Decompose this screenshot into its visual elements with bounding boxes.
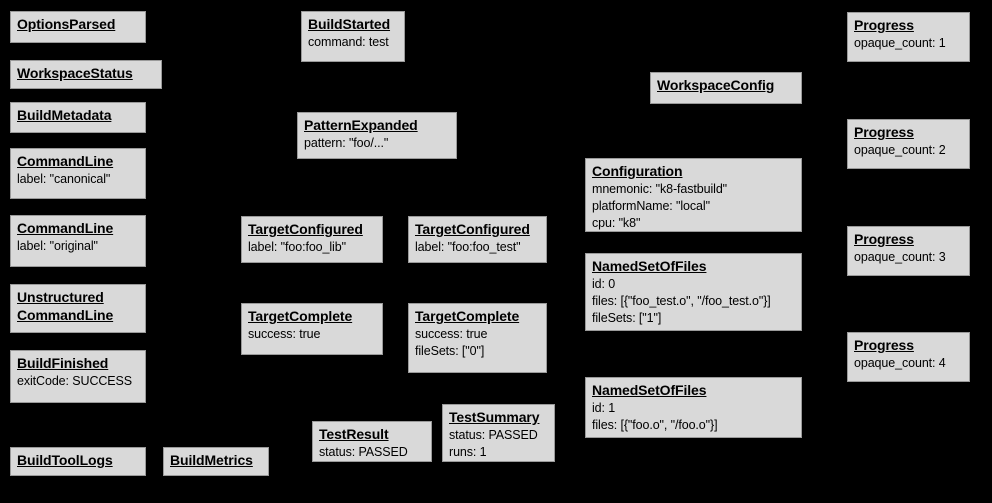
event-node-title: CommandLine bbox=[17, 220, 114, 236]
event-node-command-line-canonical[interactable]: CommandLine label: "canonical" bbox=[10, 148, 146, 199]
event-node-progress-3[interactable]: Progress opaque_count: 3 bbox=[847, 226, 970, 276]
event-node-field: id: 0 bbox=[592, 277, 616, 292]
event-node-fields: exitCode: SUCCESS bbox=[17, 373, 139, 390]
event-node-fields: label: "foo:foo_test" bbox=[415, 239, 540, 256]
event-node-fields: label: "canonical" bbox=[17, 171, 139, 188]
event-node-title: TargetComplete bbox=[248, 308, 353, 324]
event-node-fields: mnemonic: "k8-fastbuild"platformName: "l… bbox=[592, 181, 795, 231]
event-node-title: TargetComplete bbox=[415, 308, 520, 324]
event-node-field: status: PASSED bbox=[449, 428, 538, 443]
event-node-title: WorkspaceConfig bbox=[657, 77, 775, 93]
event-node-field: label: "foo:foo_test" bbox=[415, 240, 521, 255]
event-node-title: BuildToolLogs bbox=[17, 452, 113, 468]
event-node-field: platformName: "local" bbox=[592, 198, 710, 213]
event-node-command-line-original[interactable]: CommandLine label: "original" bbox=[10, 215, 146, 267]
event-node-fields: status: PASSED bbox=[319, 444, 425, 461]
event-node-title: NamedSetOfFiles bbox=[592, 258, 707, 274]
event-node-title: BuildFinished bbox=[17, 355, 109, 371]
event-node-field: opaque_count: 1 bbox=[854, 36, 946, 51]
event-node-fields: opaque_count: 4 bbox=[854, 355, 963, 372]
event-node-fields: pattern: "foo/..." bbox=[304, 135, 450, 152]
event-node-title: Progress bbox=[854, 17, 914, 33]
event-node-title: OptionsParsed bbox=[17, 16, 116, 32]
event-node-field: status: PASSED bbox=[319, 445, 408, 460]
event-node-fields: label: "foo:foo_lib" bbox=[248, 239, 376, 256]
event-node-field: command: test bbox=[308, 35, 389, 50]
event-node-title: BuildStarted bbox=[308, 16, 391, 32]
event-node-title: TargetConfigured bbox=[248, 221, 363, 237]
event-node-title: Unstructured CommandLine bbox=[17, 289, 114, 323]
event-node-field: files: [{"foo.o", "/foo.o"}] bbox=[592, 417, 718, 432]
event-node-target-configured-foo-test[interactable]: TargetConfigured label: "foo:foo_test" bbox=[408, 216, 547, 263]
event-node-title: Progress bbox=[854, 337, 914, 353]
event-node-configuration[interactable]: Configuration mnemonic: "k8-fastbuild"pla… bbox=[585, 158, 802, 232]
event-node-pattern-expanded[interactable]: PatternExpanded pattern: "foo/..." bbox=[297, 112, 457, 159]
event-node-title: Configuration bbox=[592, 163, 683, 179]
event-node-title: Progress bbox=[854, 231, 914, 247]
event-node-fields: opaque_count: 2 bbox=[854, 142, 963, 159]
event-node-title: Progress bbox=[854, 124, 914, 140]
event-node-field: opaque_count: 3 bbox=[854, 250, 946, 265]
event-node-title: NamedSetOfFiles bbox=[592, 382, 707, 398]
event-node-field: pattern: "foo/..." bbox=[304, 136, 389, 151]
event-node-field: exitCode: SUCCESS bbox=[17, 374, 133, 389]
event-node-field: files: [{"foo_test.o", "/foo_test.o"}] bbox=[592, 293, 771, 308]
event-node-field: label: "original" bbox=[17, 239, 98, 254]
event-node-test-result[interactable]: TestResult status: PASSED bbox=[312, 421, 432, 462]
event-node-progress-1[interactable]: Progress opaque_count: 1 bbox=[847, 12, 970, 62]
event-node-workspace-config[interactable]: WorkspaceConfig bbox=[650, 72, 802, 104]
event-node-build-finished[interactable]: BuildFinished exitCode: SUCCESS bbox=[10, 350, 146, 403]
event-node-title: WorkspaceStatus bbox=[17, 65, 133, 81]
event-node-unstructured-command-line[interactable]: Unstructured CommandLine bbox=[10, 284, 146, 333]
event-node-field: success: true bbox=[248, 327, 321, 342]
event-node-fields: opaque_count: 3 bbox=[854, 249, 963, 266]
event-node-build-tool-logs[interactable]: BuildToolLogs bbox=[10, 447, 146, 476]
event-node-target-configured-foo-lib[interactable]: TargetConfigured label: "foo:foo_lib" bbox=[241, 216, 383, 263]
event-node-field: success: true bbox=[415, 327, 488, 342]
event-node-fields: command: test bbox=[308, 34, 398, 51]
event-node-field: cpu: "k8" bbox=[592, 215, 641, 230]
event-node-title: TestResult bbox=[319, 426, 389, 442]
event-node-fields: label: "original" bbox=[17, 238, 139, 255]
event-node-progress-4[interactable]: Progress opaque_count: 4 bbox=[847, 332, 970, 382]
event-node-field: fileSets: ["0"] bbox=[415, 343, 485, 358]
event-node-field: opaque_count: 4 bbox=[854, 356, 946, 371]
event-node-field: label: "canonical" bbox=[17, 172, 111, 187]
event-node-field: runs: 1 bbox=[449, 444, 487, 459]
event-node-progress-2[interactable]: Progress opaque_count: 2 bbox=[847, 119, 970, 169]
event-node-title: BuildMetrics bbox=[170, 452, 253, 468]
event-node-title: CommandLine bbox=[17, 153, 114, 169]
event-node-target-complete-lib[interactable]: TargetComplete success: true bbox=[241, 303, 383, 355]
event-node-build-started[interactable]: BuildStarted command: test bbox=[301, 11, 405, 62]
event-node-field: fileSets: ["1"] bbox=[592, 310, 662, 325]
event-node-title: TargetConfigured bbox=[415, 221, 530, 237]
event-node-title: TestSummary bbox=[449, 409, 540, 425]
event-node-fields: success: true bbox=[248, 326, 376, 343]
event-node-field: mnemonic: "k8-fastbuild" bbox=[592, 182, 728, 197]
event-node-workspace-status[interactable]: WorkspaceStatus bbox=[10, 60, 162, 89]
event-node-title: PatternExpanded bbox=[304, 117, 418, 133]
event-node-field: label: "foo:foo_lib" bbox=[248, 240, 346, 255]
event-node-build-metadata[interactable]: BuildMetadata bbox=[10, 102, 146, 133]
event-node-title: BuildMetadata bbox=[17, 107, 112, 123]
event-node-field: opaque_count: 2 bbox=[854, 143, 946, 158]
event-node-field: id: 1 bbox=[592, 401, 616, 416]
event-node-fields: opaque_count: 1 bbox=[854, 35, 963, 52]
event-node-build-metrics[interactable]: BuildMetrics bbox=[163, 447, 269, 476]
event-node-options-parsed[interactable]: OptionsParsed bbox=[10, 11, 146, 43]
